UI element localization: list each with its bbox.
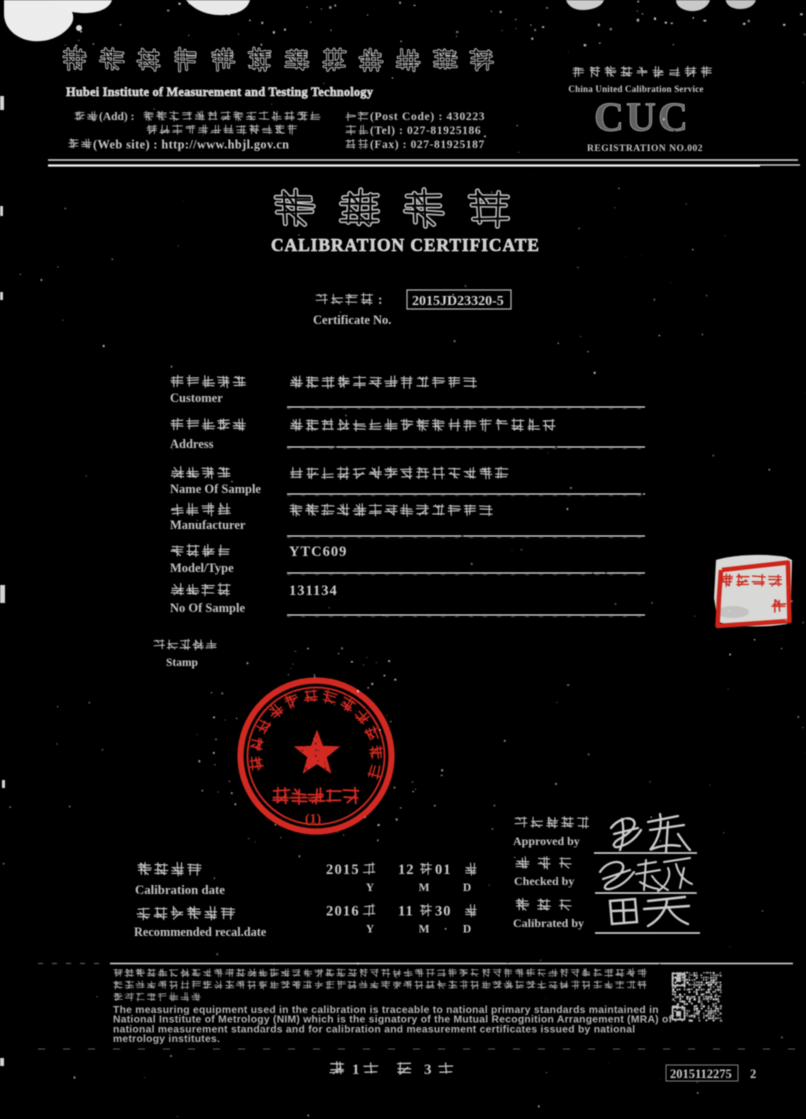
- svg-text:Certificate No.: Certificate No.: [313, 313, 391, 327]
- svg-text:12: 12: [398, 862, 415, 878]
- svg-text:3: 3: [424, 1062, 432, 1078]
- svg-text:The measuring equipment used i: The measuring equipment used in the cali…: [113, 1005, 659, 1016]
- svg-text:Y: Y: [366, 882, 375, 894]
- svg-text:131134: 131134: [289, 583, 338, 599]
- svg-text:Calibrated by: Calibrated by: [513, 916, 584, 930]
- svg-text:(Post Code) : 430223: (Post Code) : 430223: [370, 111, 485, 123]
- svg-text:Approved by: Approved by: [513, 834, 580, 848]
- svg-text:Checked by: Checked by: [514, 874, 574, 888]
- svg-text:2: 2: [750, 1067, 756, 1081]
- svg-text:China United Calibration Servi: China United Calibration Service: [568, 84, 703, 94]
- svg-text::: :: [378, 292, 383, 307]
- svg-text:Name Of Sample: Name Of Sample: [170, 482, 261, 496]
- svg-text:D: D: [463, 924, 471, 936]
- svg-text:Recommended recal.date: Recommended recal.date: [134, 925, 267, 939]
- svg-text:(Web site) : http://www.hbjl.g: (Web site) : http://www.hbjl.gov.cn: [93, 138, 289, 152]
- svg-text:REGISTRATION NO.002: REGISTRATION NO.002: [587, 144, 703, 154]
- svg-text:30: 30: [435, 904, 452, 920]
- svg-text:2015112275: 2015112275: [670, 1067, 732, 1081]
- svg-text:(Add) :: (Add) :: [99, 111, 134, 123]
- svg-text:national measurement standards: national measurement standards and for c…: [113, 1024, 635, 1035]
- svg-text:M: M: [419, 882, 430, 894]
- svg-text:(Fax) : 027-81925187: (Fax) : 027-81925187: [370, 139, 485, 151]
- svg-text:D: D: [463, 882, 471, 894]
- svg-text:National Institute of Metrolog: National Institute of Metrology (NIM) wh…: [113, 1015, 673, 1026]
- svg-text:(Tel) : 027-81925186: (Tel) : 027-81925186: [370, 125, 481, 137]
- svg-text:Stamp: Stamp: [166, 657, 198, 669]
- svg-text:YTC609: YTC609: [289, 544, 347, 560]
- svg-text:Calibration date: Calibration date: [135, 883, 225, 897]
- svg-text:1: 1: [352, 1062, 360, 1078]
- svg-text:M: M: [419, 924, 430, 936]
- svg-text:Address: Address: [170, 437, 214, 451]
- svg-text:Y: Y: [366, 924, 375, 936]
- svg-text:(1): (1): [305, 812, 322, 827]
- svg-text:Customer: Customer: [170, 391, 223, 405]
- svg-text:01: 01: [435, 862, 452, 878]
- svg-text:No Of Sample: No Of Sample: [170, 601, 245, 615]
- svg-text:2016: 2016: [326, 904, 360, 920]
- svg-text:CUC: CUC: [594, 94, 690, 140]
- svg-text:Model/Type: Model/Type: [170, 561, 234, 575]
- svg-text:CALIBRATION CERTIFICATE: CALIBRATION CERTIFICATE: [271, 235, 540, 255]
- svg-text:2015JD23320-5: 2015JD23320-5: [412, 294, 504, 309]
- svg-text:Hubei Institute of Measurement: Hubei Institute of Measurement and Testi…: [66, 85, 374, 99]
- svg-text:Manufacturer: Manufacturer: [170, 518, 246, 532]
- svg-text:metrology institutes.: metrology institutes.: [113, 1034, 220, 1045]
- svg-text:2015: 2015: [326, 862, 360, 878]
- svg-text:11: 11: [398, 904, 414, 920]
